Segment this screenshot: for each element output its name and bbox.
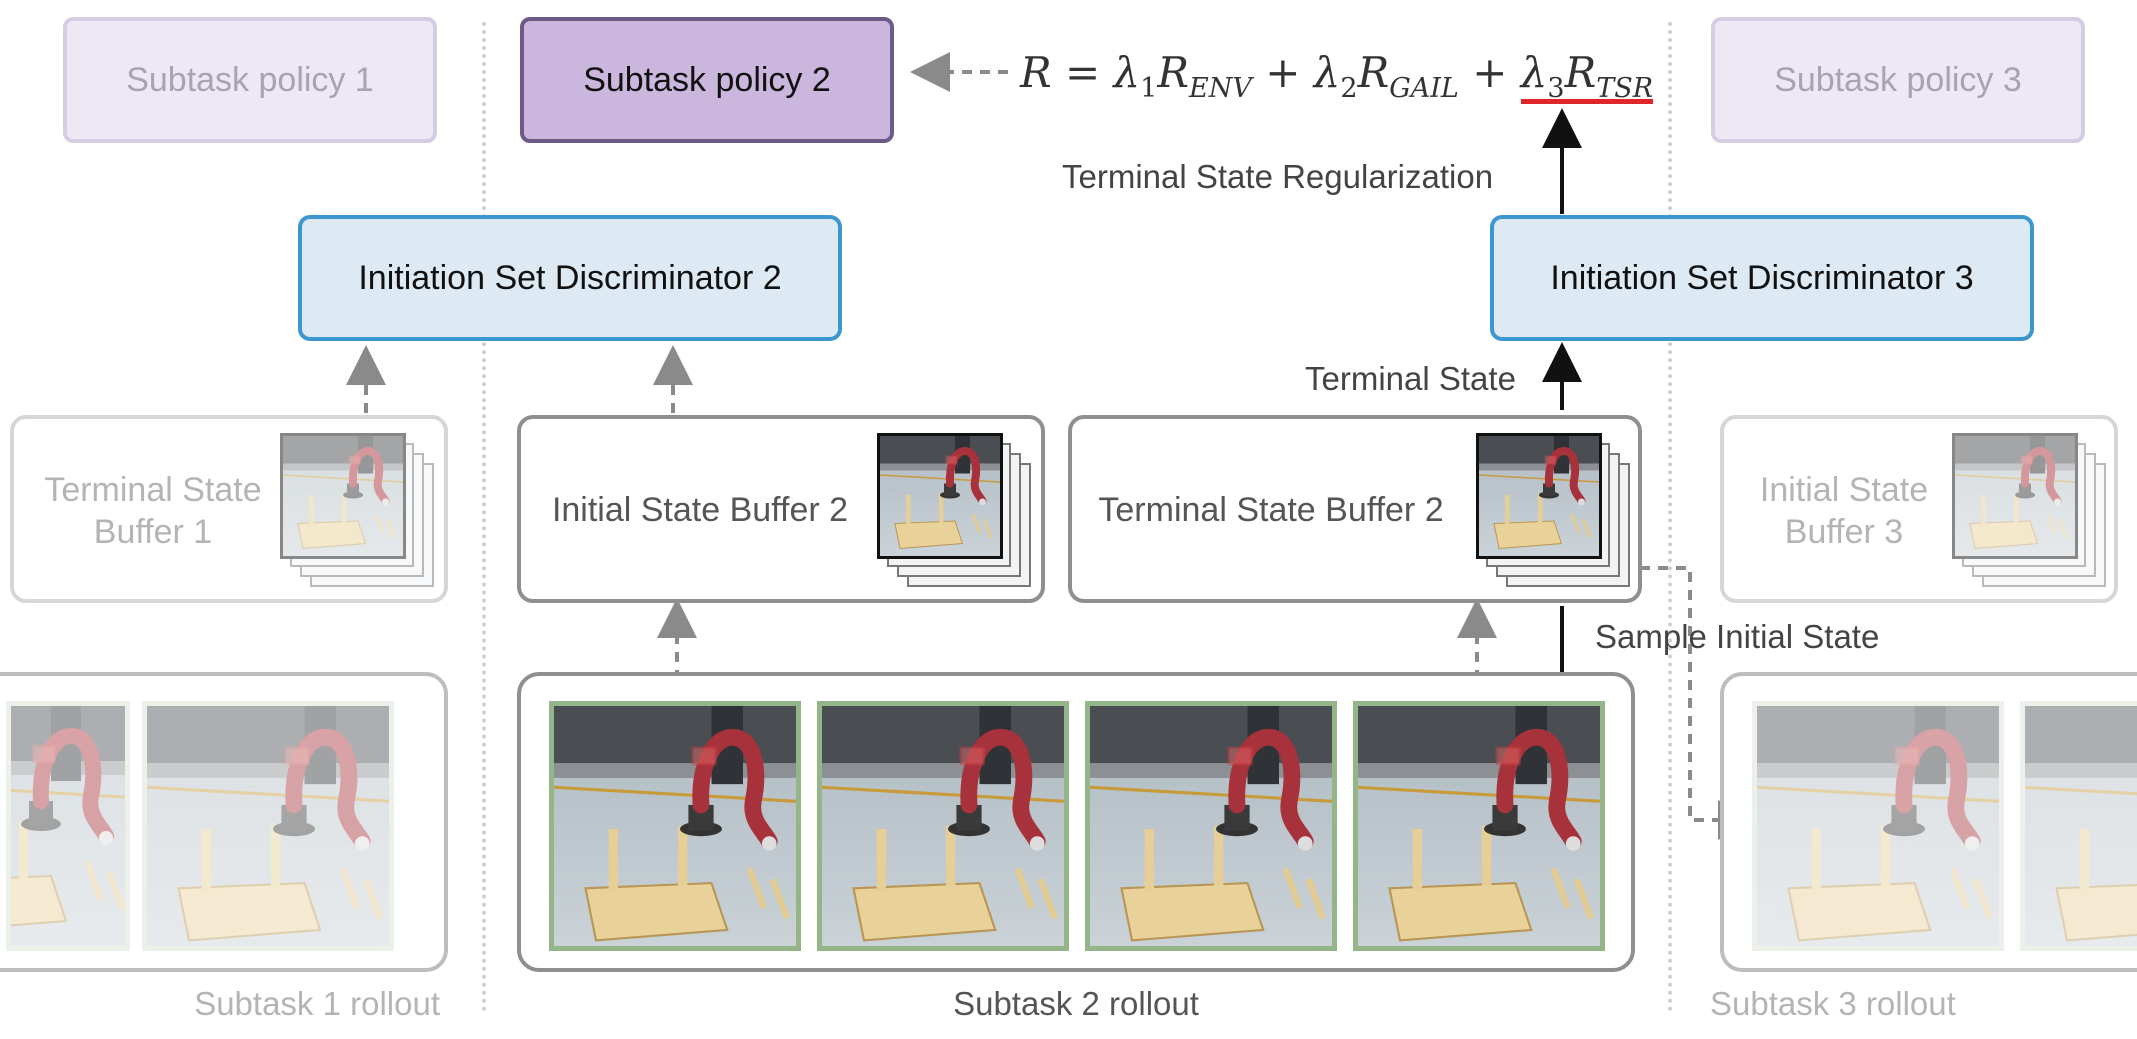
sample-initial-state-label: Sample Initial State [1595, 618, 1880, 655]
separator-left [482, 22, 486, 1012]
subtask-3-rollout-box [1720, 672, 2137, 972]
initiation-set-discriminator-3-label: Initiation Set Discriminator 3 [1550, 258, 1974, 297]
subtask-1-frame-1 [6, 701, 130, 951]
subtask-3-rollout-caption: Subtask 3 rollout [1710, 985, 1956, 1022]
terminal-state-buffer-1-label: Terminal State Buffer 1 [28, 469, 278, 553]
subtask-2-frame-3 [1085, 701, 1337, 951]
subtask-1-rollout-caption: Subtask 1 rollout [194, 985, 440, 1022]
formula-r-env: R [1157, 48, 1189, 97]
formula-lambda-2-sub: 2 [1340, 73, 1358, 104]
initiation-set-discriminator-2: Initiation Set Discriminator 2 [298, 215, 842, 341]
subtask-1-frame-2 [142, 701, 394, 951]
subtask-2-rollout-box [517, 672, 1635, 972]
formula-plus-2: + [1472, 48, 1508, 97]
formula-equals: = [1064, 48, 1101, 97]
terminal-state-buffer-2: Terminal State Buffer 2 [1068, 415, 1642, 603]
initial-state-buffer-3-line1: Initial State [1759, 471, 1929, 509]
formula-r-tsr-sub: TSR [1596, 73, 1654, 104]
subtask-policy-3: Subtask policy 3 [1711, 17, 2085, 143]
subtask-2-frame-4 [1353, 701, 1605, 951]
terminal-state-buffer-1-line2: Buffer 1 [93, 513, 213, 551]
formula-r-env-sub: ENV [1188, 73, 1252, 104]
formula-r-gail-sub: GAIL [1389, 73, 1459, 104]
subtask-3-frame-2 [2020, 701, 2137, 951]
formula-tsr-term: λ3RTSR [1520, 48, 1654, 104]
reward-formula: R = λ1RENV + λ2RGAIL + λ3RTSR [1020, 48, 1654, 104]
subtask-policy-3-label: Subtask policy 3 [1774, 60, 2022, 99]
subtask-2-frame-2 [817, 701, 1069, 951]
formula-lambda-2: λ [1313, 48, 1341, 97]
terminal-state-buffer-2-label: Terminal State Buffer 2 [1098, 491, 1444, 529]
formula-plus-1: + [1265, 48, 1301, 97]
separator-right [1668, 22, 1672, 1012]
subtask-policy-1-label: Subtask policy 1 [126, 60, 374, 99]
formula-lambda-1-sub: 1 [1140, 73, 1158, 104]
formula-r: R [1020, 48, 1052, 97]
formula-lambda-3: λ [1520, 48, 1548, 97]
initial-state-buffer-2: Initial State Buffer 2 [517, 415, 1045, 603]
arrow-sample-initial-state [1640, 566, 1758, 840]
formula-r-gail: R [1357, 48, 1390, 97]
subtask-2-rollout-caption: Subtask 2 rollout [953, 985, 1199, 1022]
initial-state-buffer-3: Initial State Buffer 3 [1720, 415, 2118, 603]
subtask-policy-2: Subtask policy 2 [520, 17, 894, 143]
subtask-2-frame-1 [549, 701, 801, 951]
initiation-set-discriminator-2-label: Initiation Set Discriminator 2 [358, 258, 782, 297]
formula-lambda-3-sub: 3 [1547, 73, 1565, 104]
subtask-policy-1: Subtask policy 1 [63, 17, 437, 143]
terminal-state-buffer-1: Terminal State Buffer 1 [10, 415, 448, 603]
initiation-set-discriminator-3: Initiation Set Discriminator 3 [1490, 215, 2034, 341]
initial-state-buffer-3-label: Initial State Buffer 3 [1734, 469, 1954, 553]
formula-r-tsr: R [1564, 48, 1597, 97]
terminal-state-regularization-label: Terminal State Regularization [1062, 158, 1494, 195]
terminal-state-label: Terminal State [1305, 360, 1516, 397]
initial-state-buffer-3-line2: Buffer 3 [1784, 513, 1904, 551]
subtask-3-frame-1 [1752, 701, 2004, 951]
terminal-state-buffer-1-line1: Terminal State [44, 471, 262, 509]
subtask-1-rollout-box [0, 672, 448, 972]
initial-state-buffer-2-label: Initial State Buffer 2 [551, 491, 849, 529]
formula-lambda-1: λ [1113, 48, 1141, 97]
subtask-policy-2-label: Subtask policy 2 [583, 60, 831, 99]
